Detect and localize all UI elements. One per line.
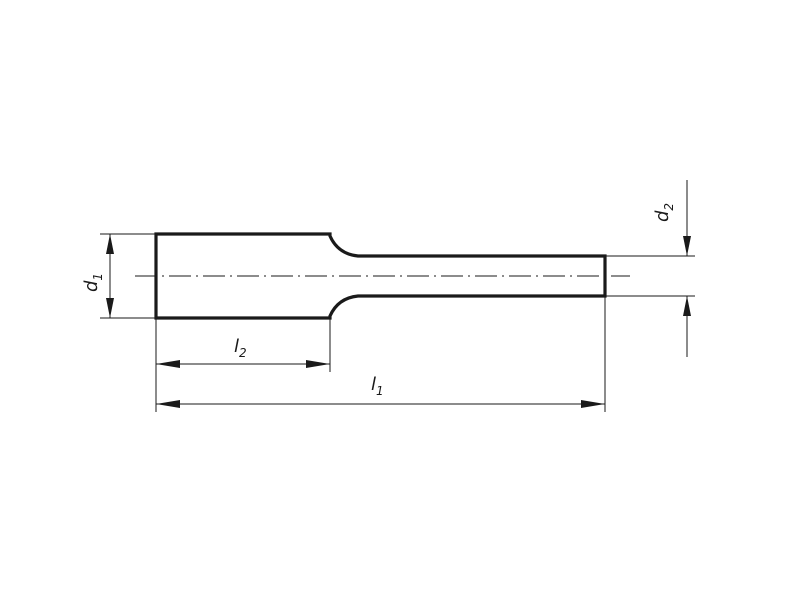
arrow-d1-bottom: [106, 298, 114, 318]
label-l1: l1: [371, 374, 384, 398]
label-d1-sub: 1: [91, 273, 105, 281]
dimension-l2: l2: [155, 318, 331, 412]
label-d1: d1: [81, 273, 105, 292]
label-l2-sub: 2: [239, 346, 247, 360]
label-d2-sub: 2: [662, 203, 676, 211]
label-l1-sub: 1: [376, 384, 384, 398]
arrow-d2-top: [683, 236, 691, 256]
label-l2: l2: [234, 336, 247, 360]
label-l2-main: l: [234, 336, 239, 357]
arrow-l1-right: [581, 400, 605, 408]
dimension-l1: l1: [156, 296, 606, 412]
arrow-l2-left: [156, 360, 180, 368]
label-d2-main: d: [652, 210, 673, 222]
arrow-d1-top: [106, 234, 114, 254]
label-d2: d2: [652, 203, 676, 222]
dimension-d1: d1: [81, 233, 156, 319]
dimension-d2: d2: [605, 180, 695, 357]
arrow-l1-left: [156, 400, 180, 408]
label-d1-main: d: [81, 280, 102, 292]
arrow-l2-right: [306, 360, 330, 368]
label-l1-main: l: [371, 374, 376, 395]
arrow-d2-bottom: [683, 296, 691, 316]
